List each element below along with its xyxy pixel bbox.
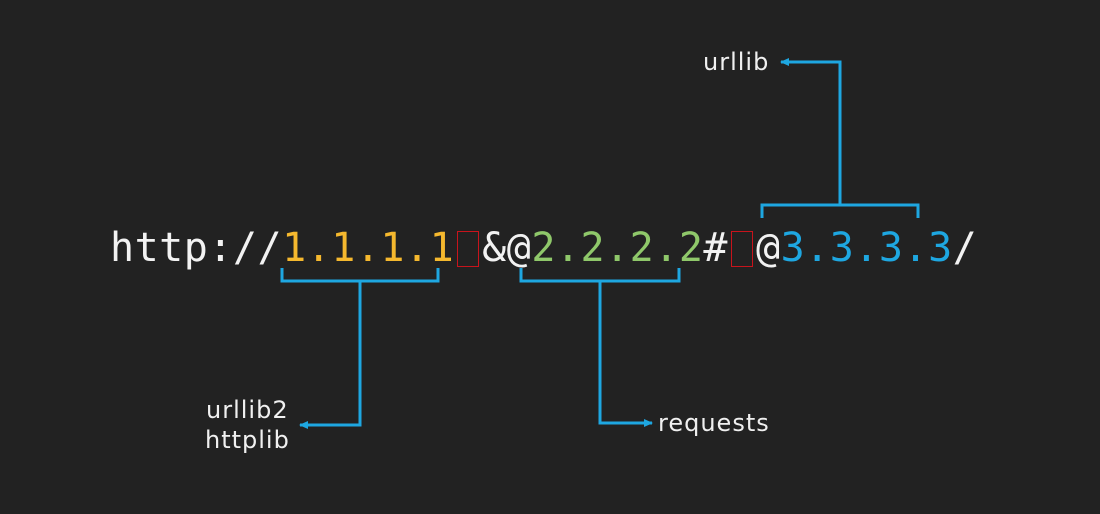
url-separator-ampersand-at: &@: [482, 225, 532, 271]
label-urllib2: urllib2: [206, 396, 289, 424]
host-3: 3.3.3.3: [780, 225, 953, 271]
url-hash: #: [703, 225, 728, 271]
url-slash: /: [952, 225, 978, 271]
bracket-line-host-2: [519, 268, 681, 283]
space-marker-1: [457, 231, 480, 267]
url-scheme: http://: [110, 225, 283, 271]
host-1: 1.1.1.1: [282, 225, 455, 271]
bracket-host-2: [519, 268, 681, 427]
label-urllib: urllib: [703, 48, 770, 76]
bracket-host-1: [280, 268, 440, 429]
connector-requests: [598, 281, 653, 427]
label-httplib: httplib: [205, 426, 290, 454]
bracket-line-host-3: [760, 203, 920, 218]
space-marker-2: [731, 231, 753, 267]
url-at: @: [756, 225, 781, 271]
connector-urllib: [780, 58, 842, 205]
bracket-host-3: [760, 58, 920, 218]
url-string: http://1.1.1.1 &@2.2.2.2# @3.3.3.3/: [110, 223, 977, 273]
connector-urllib2: [299, 281, 362, 429]
host-2: 2.2.2.2: [531, 225, 704, 271]
bracket-line-host-1: [280, 268, 440, 283]
label-requests: requests: [658, 409, 770, 437]
